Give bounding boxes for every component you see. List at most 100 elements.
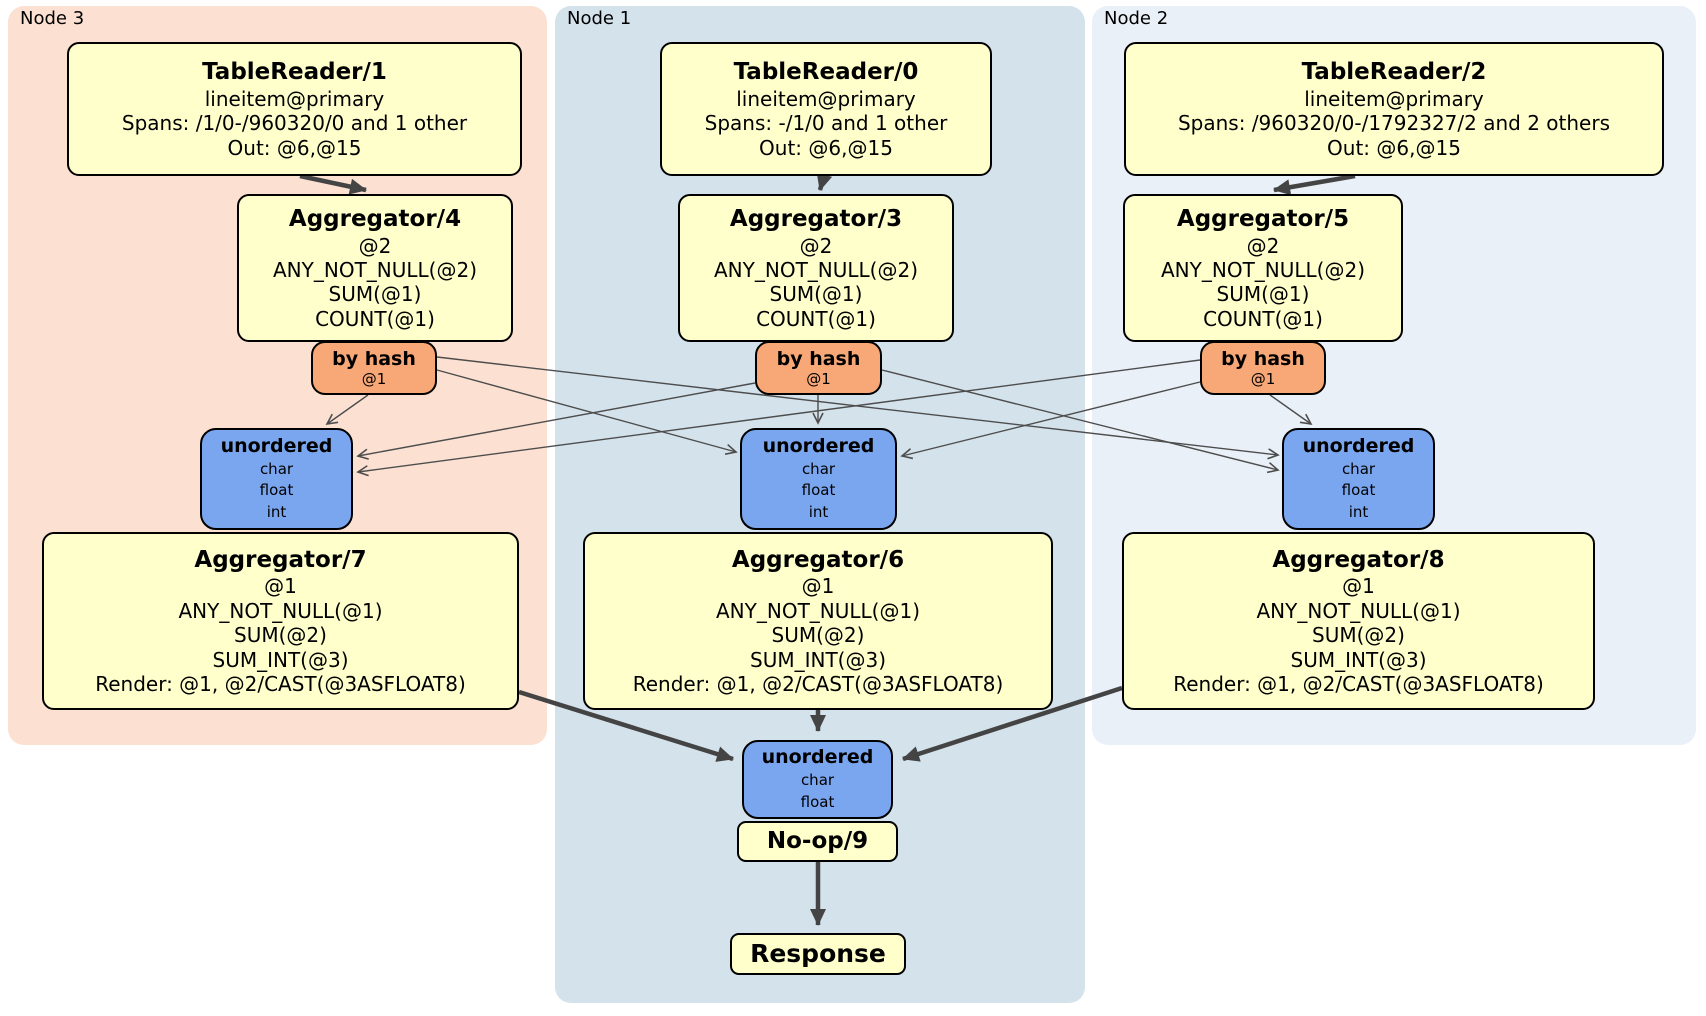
- byhash-node1-column: @1: [806, 369, 831, 388]
- tablereader-1-title: TableReader/1: [202, 59, 387, 86]
- tablereader-0-title: TableReader/0: [733, 59, 919, 86]
- aggregator-6-title: Aggregator/6: [731, 546, 905, 573]
- aggregator-5-fn: COUNT(@1): [1203, 306, 1323, 331]
- aggregator-3-fn: SUM(@1): [769, 282, 863, 307]
- unordered-node2-type: char: [1341, 459, 1376, 478]
- unordered-node2-type: int: [1348, 503, 1369, 522]
- tablereader-2-box: TableReader/2 lineitem@primary Spans: /9…: [1124, 42, 1664, 176]
- aggregator-8-fn: ANY_NOT_NULL(@1): [1256, 598, 1461, 623]
- tablereader-0-spans: Spans: -/1/0 and 1 other: [704, 111, 948, 136]
- aggregator-7-render: Render: @1, @2/CAST(@3ASFLOAT8): [95, 671, 466, 696]
- byhash-node1-title: by hash: [776, 347, 861, 370]
- unordered-node1-type: char: [801, 459, 836, 478]
- unordered-node1-type: float: [801, 481, 836, 500]
- tablereader-1-out: Out: @6,@15: [227, 135, 362, 160]
- edge-agg8-finalstream: [902, 685, 1123, 762]
- aggregator-7-fn: SUM(@2): [234, 623, 327, 648]
- aggregator-6-fn: SUM_INT(@3): [750, 647, 886, 672]
- edge-tr0-agg3: [816, 172, 833, 191]
- aggregator-7-fn: SUM_INT(@3): [212, 647, 349, 672]
- aggregator-3-title: Aggregator/3: [729, 205, 903, 232]
- unordered-node1-title: unordered: [762, 435, 875, 458]
- tablereader-0-out: Out: @6,@15: [759, 135, 893, 160]
- byhash-node1-box: by hash @1: [755, 341, 882, 395]
- aggregator-5-box: Aggregator/5 @2 ANY_NOT_NULL(@2) SUM(@1)…: [1123, 194, 1403, 342]
- edge-agg7-finalstream: [518, 689, 734, 762]
- aggregator-8-box: Aggregator/8 @1 ANY_NOT_NULL(@1) SUM(@2)…: [1122, 532, 1595, 710]
- byhash-node3-box: by hash @1: [311, 341, 437, 395]
- unordered-node3-type: char: [259, 459, 294, 478]
- aggregator-4-fn: SUM(@1): [328, 282, 422, 307]
- aggregator-8-group: @1: [1342, 574, 1375, 599]
- aggregator-3-fn: ANY_NOT_NULL(@2): [714, 257, 918, 282]
- tablereader-2-out: Out: @6,@15: [1327, 135, 1461, 160]
- tablereader-0-box: TableReader/0 lineitem@primary Spans: -/…: [660, 42, 992, 176]
- unordered-final-title: unordered: [761, 746, 874, 769]
- aggregator-6-fn: ANY_NOT_NULL(@1): [716, 598, 920, 623]
- tablereader-2-spans: Spans: /960320/0-/1792327/2 and 2 others: [1177, 111, 1610, 136]
- aggregator-4-title: Aggregator/4: [288, 205, 462, 232]
- edge-tr1-agg4: [299, 173, 367, 195]
- unordered-node3-title: unordered: [220, 435, 333, 458]
- tablereader-1-box: TableReader/1 lineitem@primary Spans: /1…: [67, 42, 522, 176]
- aggregator-8-fn: SUM_INT(@3): [1290, 647, 1427, 672]
- aggregator-8-render: Render: @1, @2/CAST(@3ASFLOAT8): [1173, 671, 1544, 696]
- tablereader-1-spans: Spans: /1/0-/960320/0 and 1 other: [121, 111, 468, 136]
- tablereader-2-title: TableReader/2: [1301, 59, 1487, 86]
- node1-label: Node 1: [567, 8, 632, 29]
- unordered-node3-box: unordered char float int: [200, 428, 353, 530]
- aggregator-4-fn: COUNT(@1): [315, 306, 435, 331]
- aggregator-4-box: Aggregator/4 @2 ANY_NOT_NULL(@2) SUM(@1)…: [237, 194, 513, 342]
- byhash-node2-title: by hash: [1221, 347, 1305, 370]
- unordered-node1-type: int: [808, 503, 829, 522]
- aggregator-5-fn: SUM(@1): [1216, 282, 1310, 307]
- aggregator-6-group: @1: [801, 574, 835, 599]
- aggregator-4-fn: ANY_NOT_NULL(@2): [273, 257, 477, 282]
- noop-9-title: No-op/9: [766, 828, 869, 855]
- edge-byhash1-stream3: [356, 382, 756, 460]
- edge-tr2-agg5: [1273, 173, 1356, 196]
- edge-byhash2-stream1: [900, 381, 1201, 460]
- aggregator-7-fn: ANY_NOT_NULL(@1): [178, 598, 383, 623]
- byhash-node2-box: by hash @1: [1200, 341, 1326, 395]
- aggregator-4-group: @2: [358, 233, 392, 258]
- aggregator-8-fn: SUM(@2): [1312, 623, 1405, 648]
- aggregator-5-group: @2: [1246, 233, 1280, 258]
- unordered-node3-type: float: [259, 481, 294, 500]
- response-title: Response: [750, 939, 886, 969]
- tablereader-1-index: lineitem@primary: [204, 86, 385, 111]
- unordered-node2-type: float: [1341, 481, 1376, 500]
- unordered-node1-box: unordered char float int: [740, 428, 897, 530]
- aggregator-6-fn: SUM(@2): [771, 623, 865, 648]
- aggregator-6-render: Render: @1, @2/CAST(@3ASFLOAT8): [632, 671, 1004, 696]
- unordered-final-type: float: [800, 792, 835, 811]
- aggregator-8-title: Aggregator/8: [1272, 546, 1445, 573]
- tablereader-0-index: lineitem@primary: [736, 86, 916, 111]
- aggregator-3-box: Aggregator/3 @2 ANY_NOT_NULL(@2) SUM(@1)…: [678, 194, 954, 342]
- unordered-final-type: char: [800, 771, 835, 790]
- edge-byhash2-stream3: [356, 359, 1201, 477]
- unordered-node2-title: unordered: [1302, 435, 1415, 458]
- aggregator-3-fn: COUNT(@1): [756, 306, 876, 331]
- edge-byhash3-stream3: [325, 394, 369, 426]
- edge-byhash2-stream2: [1269, 394, 1313, 426]
- aggregator-3-group: @2: [799, 233, 833, 258]
- unordered-node2-box: unordered char float int: [1282, 428, 1435, 530]
- unordered-final-box: unordered char float: [742, 740, 893, 819]
- edge-byhash1-stream2: [881, 369, 1280, 474]
- byhash-node3-title: by hash: [332, 347, 416, 370]
- aggregator-7-box: Aggregator/7 @1 ANY_NOT_NULL(@1) SUM(@2)…: [42, 532, 519, 710]
- unordered-node3-type: int: [266, 503, 287, 522]
- node3-label: Node 3: [20, 8, 85, 29]
- aggregator-7-title: Aggregator/7: [194, 546, 367, 573]
- byhash-node2-column: @1: [1250, 369, 1276, 388]
- aggregator-7-group: @1: [264, 574, 297, 599]
- response-box: Response: [730, 933, 906, 975]
- node2-label: Node 2: [1104, 8, 1169, 29]
- aggregator-5-title: Aggregator/5: [1176, 205, 1350, 232]
- tablereader-2-index: lineitem@primary: [1304, 86, 1484, 111]
- edge-byhash3-stream1: [436, 369, 738, 455]
- aggregator-5-fn: ANY_NOT_NULL(@2): [1161, 257, 1365, 282]
